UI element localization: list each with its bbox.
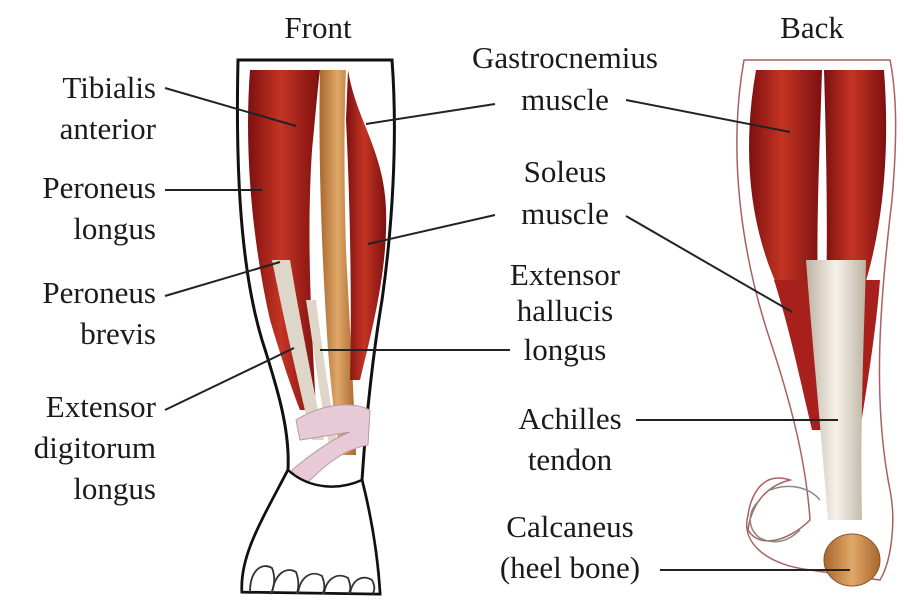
label-line: Achilles [518, 401, 621, 436]
label-achilles-tendon: Achilles tendon [518, 401, 621, 477]
label-line: longus [524, 332, 607, 367]
label-line: hallucis [517, 293, 613, 328]
back-calcaneus-bone [824, 534, 880, 586]
label-peroneus-longus: Peroneus longus [42, 170, 156, 246]
label-line: tendon [528, 442, 613, 477]
label-peroneus-brevis: Peroneus brevis [42, 275, 156, 351]
label-line: Peroneus [42, 170, 156, 205]
label-soleus: Soleus muscle [521, 154, 609, 231]
front-foot [242, 470, 380, 594]
label-line: Soleus [524, 154, 607, 189]
label-calcaneus: Calcaneus (heel bone) [500, 509, 640, 585]
label-line: Calcaneus [506, 509, 633, 544]
back-leg-illustration [737, 60, 896, 586]
heading-front: Front [284, 10, 352, 45]
label-tibialis-anterior: Tibialis anterior [60, 70, 157, 146]
heading-back: Back [780, 10, 844, 45]
label-extensor-digitorum-longus: Extensor digitorum longus [34, 389, 157, 506]
front-leg-illustration [237, 60, 394, 594]
label-gastrocnemius: Gastrocnemius muscle [472, 40, 658, 117]
front-muscle-lateral [248, 70, 320, 410]
label-line: digitorum [34, 430, 156, 465]
label-line: muscle [521, 82, 609, 117]
label-line: longus [73, 471, 156, 506]
label-line: longus [73, 211, 156, 246]
label-line: muscle [521, 196, 609, 231]
label-line: Gastrocnemius [472, 40, 658, 75]
label-line: Extensor [510, 257, 621, 292]
label-line: Peroneus [42, 275, 156, 310]
label-line: anterior [60, 111, 157, 146]
label-extensor-hallucis-longus: Extensor hallucis longus [510, 257, 621, 367]
label-line: Extensor [46, 389, 157, 424]
label-line: Tibialis [62, 70, 156, 105]
label-line: brevis [80, 316, 156, 351]
label-line: (heel bone) [500, 550, 640, 585]
